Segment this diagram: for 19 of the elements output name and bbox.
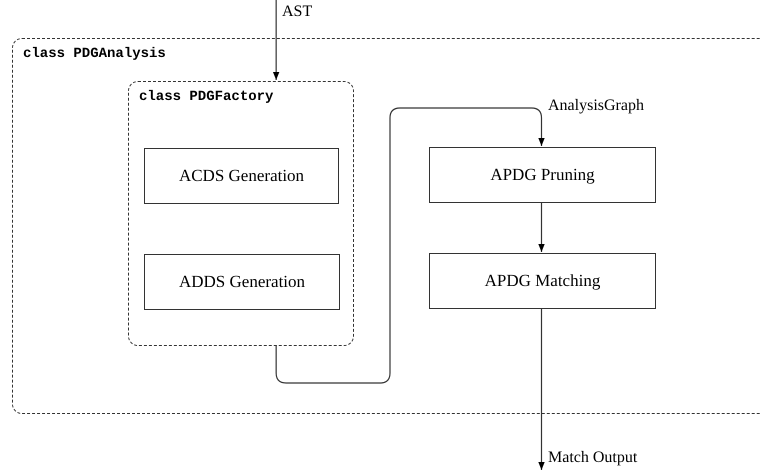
process-label: APDG Pruning — [490, 164, 595, 186]
arrow — [538, 202, 545, 252]
process-box — [429, 147, 656, 203]
process-label: ACDS Generation — [178, 165, 304, 188]
dashed-group-frame — [128, 81, 354, 346]
process-box — [144, 148, 339, 204]
process-label: ADDS Generation — [178, 271, 306, 294]
group-title: class PDGFactory — [139, 88, 274, 107]
edge-label: Match Output — [548, 448, 638, 468]
dashed-group-frame — [12, 38, 760, 414]
edge-label: AnalysisGraph — [548, 96, 644, 116]
group-title: class PDGAnalysis — [23, 45, 166, 64]
arrow — [272, 0, 280, 80]
edge-label: AST — [282, 2, 312, 22]
process-label: APDG Matching — [484, 270, 600, 292]
process-box — [144, 254, 340, 310]
arrow — [538, 308, 545, 470]
arrow — [276, 107, 545, 384]
process-box — [429, 253, 656, 309]
